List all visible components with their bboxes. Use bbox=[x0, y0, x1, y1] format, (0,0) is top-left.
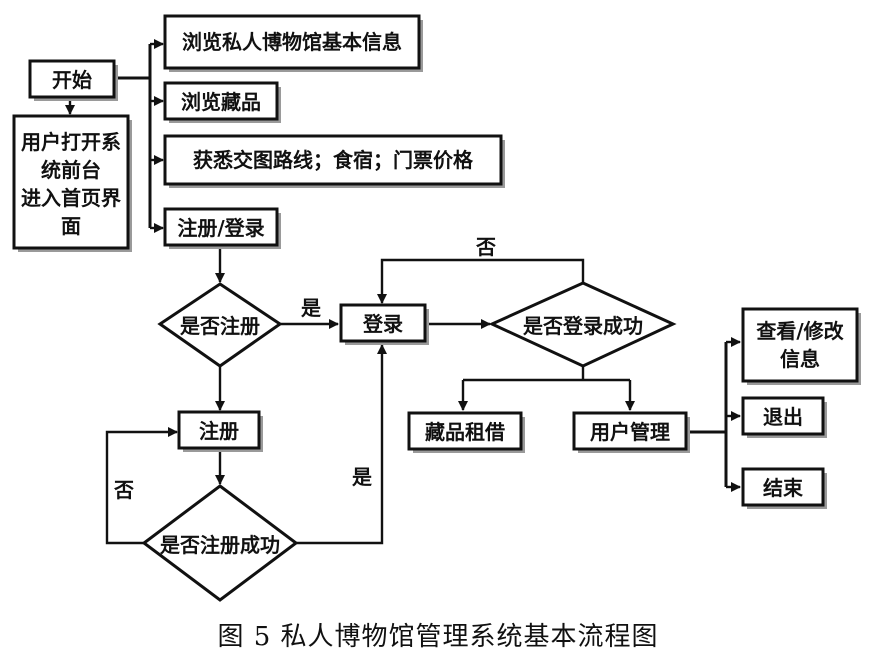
logout-label: 退出 bbox=[763, 405, 803, 429]
edge-label-no-login: 否 bbox=[475, 235, 496, 259]
edge-label-yes-register-success: 是 bbox=[351, 465, 372, 489]
route-info-label: 获悉交图路线；食宿；门票价格 bbox=[193, 148, 474, 172]
edge-label-yes-registered: 是 bbox=[300, 296, 321, 320]
logout-node: 退出 bbox=[741, 396, 827, 438]
open-system-node: 用户打开系 统前台 进入首页界 面 bbox=[12, 114, 132, 252]
register-label: 注册 bbox=[199, 419, 239, 443]
user-management-label: 用户管理 bbox=[590, 420, 670, 444]
open-system-line-3: 进入首页界 bbox=[21, 186, 121, 210]
collection-rental-label: 藏品租借 bbox=[425, 420, 505, 444]
start-label: 开始 bbox=[52, 68, 92, 92]
start-node: 开始 bbox=[28, 59, 118, 101]
edge-label-no-register: 否 bbox=[113, 478, 134, 502]
route-info-node: 获悉交图路线；食宿；门票价格 bbox=[163, 134, 505, 188]
arrow-yes-to-login-2 bbox=[296, 344, 387, 545]
arrow-no-back-to-login bbox=[377, 258, 585, 304]
login-success-decision: 是否登录成功 bbox=[488, 281, 677, 368]
login-label: 登录 bbox=[362, 312, 403, 336]
user-management-node: 用户管理 bbox=[572, 411, 690, 453]
open-system-line-1: 用户打开系 bbox=[21, 130, 121, 154]
browse-collection-node: 浏览藏品 bbox=[163, 81, 281, 123]
register-success-decision: 是否注册成功 bbox=[141, 484, 299, 602]
is-registered-label: 是否注册 bbox=[179, 314, 260, 338]
is-registered-decision: 是否注册 bbox=[157, 282, 283, 368]
login-node: 登录 bbox=[339, 303, 429, 345]
end-label: 结束 bbox=[763, 476, 804, 500]
browse-info-label: 浏览私人博物馆基本信息 bbox=[182, 30, 402, 54]
end-node: 结束 bbox=[741, 467, 827, 509]
arrow-no-back-to-register bbox=[105, 427, 178, 545]
browse-info-node: 浏览私人博物馆基本信息 bbox=[163, 14, 423, 72]
flowchart: 开始 用户打开系 统前台 进入首页界 面 浏览私人博物馆基本信息 浏览藏品 获悉… bbox=[12, 14, 861, 602]
collection-rental-node: 藏品租借 bbox=[407, 411, 525, 453]
browse-collection-label: 浏览藏品 bbox=[181, 90, 261, 114]
login-success-label: 是否登录成功 bbox=[522, 314, 643, 338]
edit-info-node: 查看/修改 信息 bbox=[741, 307, 861, 385]
edit-info-line-1: 查看/修改 bbox=[756, 319, 844, 343]
register-success-label: 是否注册成功 bbox=[159, 533, 280, 557]
open-system-line-2: 统前台 bbox=[41, 158, 101, 182]
register-login-node: 注册/登录 bbox=[163, 207, 281, 249]
register-node: 注册 bbox=[177, 410, 263, 452]
open-system-line-4: 面 bbox=[61, 214, 81, 238]
edit-info-line-2: 信息 bbox=[780, 347, 820, 371]
register-login-label: 注册/登录 bbox=[177, 216, 264, 240]
figure-caption: 图 5 私人博物馆管理系统基本流程图 bbox=[217, 622, 659, 652]
